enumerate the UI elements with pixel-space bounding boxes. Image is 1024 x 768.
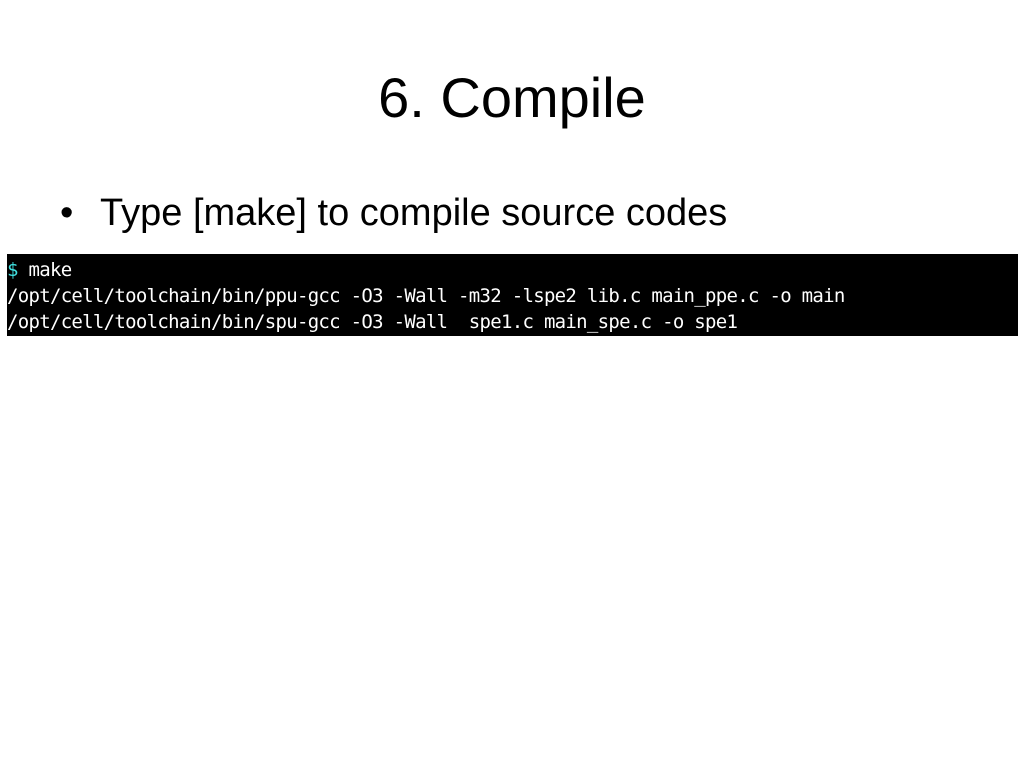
terminal-prompt: $ — [7, 259, 18, 281]
terminal-output-line: /opt/cell/toolchain/bin/spu-gcc -O3 -Wal… — [7, 311, 738, 333]
terminal-command: make — [17, 259, 72, 281]
bullet-icon: • — [60, 192, 74, 234]
terminal-command-line: $ make — [7, 257, 1018, 283]
bullet-item: • Type [make] to compile source codes — [60, 190, 727, 236]
bullet-text: Type [make] to compile source codes — [100, 192, 728, 234]
slide-title: 6. Compile — [378, 66, 646, 129]
terminal-screenshot: $ make /opt/cell/toolchain/bin/ppu-gcc -… — [7, 254, 1018, 336]
terminal-output-line: /opt/cell/toolchain/bin/ppu-gcc -O3 -Wal… — [7, 285, 845, 307]
bullet-list: • Type [make] to compile source codes — [60, 190, 727, 236]
